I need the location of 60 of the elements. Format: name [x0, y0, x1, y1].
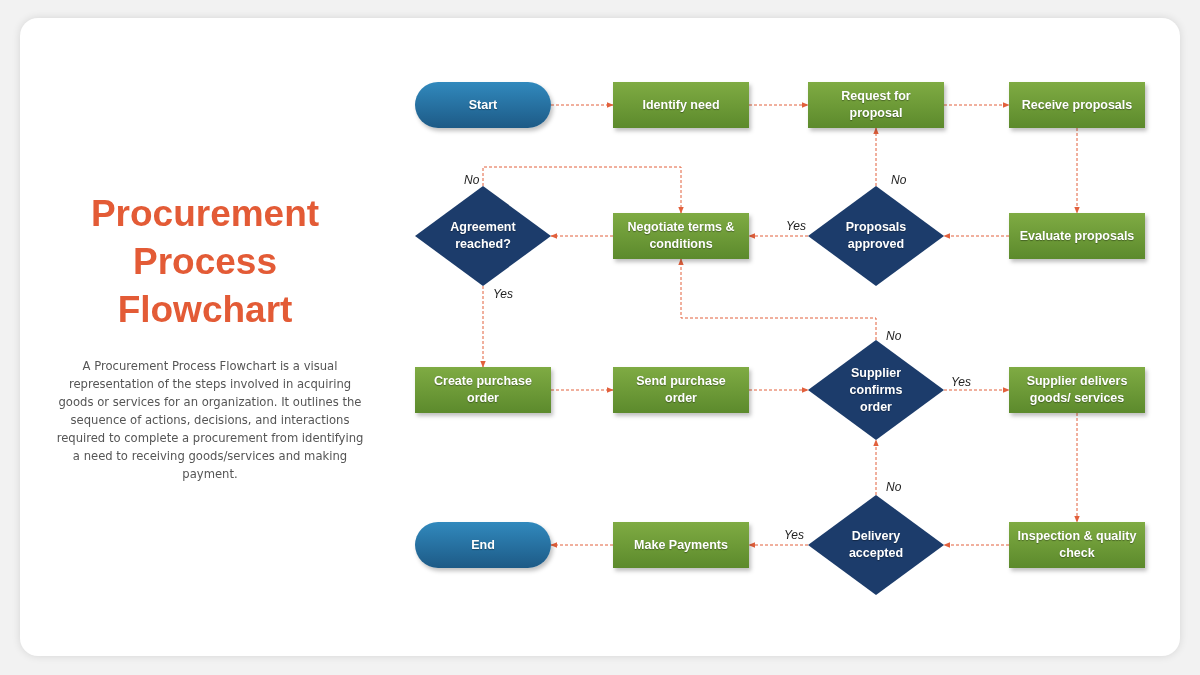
title: Procurement Process Flowchart: [89, 192, 321, 332]
edge-label: Yes: [949, 375, 973, 389]
node-text: Create purchase order: [433, 373, 533, 407]
node-text: Proposals approved: [844, 219, 908, 253]
node-text: Receive proposals: [1021, 96, 1133, 114]
node-text: Make Payments: [634, 536, 728, 554]
terminal-pill: [415, 82, 551, 128]
node-text: Delivery accepted: [847, 528, 905, 562]
process-box: [613, 82, 749, 128]
arrow: [748, 542, 809, 548]
terminal-pill: [415, 522, 551, 568]
arrow: [480, 285, 486, 368]
arrow: [550, 233, 614, 239]
process-box: [613, 367, 749, 413]
arrow: [550, 387, 614, 393]
arrow: [748, 102, 809, 108]
arrow: [943, 102, 1010, 108]
arrow: [550, 102, 614, 108]
decision-diamond: [808, 340, 944, 440]
arrow: [943, 233, 1010, 239]
arrow: [1074, 412, 1080, 523]
arrow: [873, 127, 879, 187]
node-text: Identify need: [642, 96, 720, 114]
process-box: [613, 213, 749, 259]
edge-label: No: [889, 173, 909, 187]
node-text: End: [471, 536, 495, 554]
arrow: [943, 542, 1010, 548]
edge-label: Yes: [784, 219, 808, 233]
node-text: Supplier confirms order: [848, 364, 904, 416]
arrow: [748, 233, 809, 239]
arrow: [873, 439, 879, 496]
process-box: [1009, 367, 1145, 413]
arrow: [943, 387, 1010, 393]
node-text: Request for proposal: [840, 88, 912, 122]
arrow: [482, 166, 684, 214]
decision-diamond: [415, 186, 551, 286]
node-text: Supplier delivers goods/ services: [1025, 373, 1129, 407]
arrow: [1074, 127, 1080, 214]
description-text: A Procurement Process Flowchart is a visual representation of the steps involved in acquiring goods or services for an organization. It outlines the sequence of actions, decisions, and interactions required to complete a procurement from identifying a need to receiving goods/services and making payment.: [55, 358, 365, 483]
node-text: Send purchase order: [635, 373, 727, 407]
node-text: Inspection & quality check: [1016, 528, 1138, 562]
node-text: Evaluate proposals: [1019, 227, 1135, 245]
process-box: [613, 522, 749, 568]
edge-label: No: [884, 480, 904, 494]
process-box: [1009, 213, 1145, 259]
node-text: Agreement reached?: [449, 219, 517, 253]
process-box: [1009, 82, 1145, 128]
edge-label: No: [462, 173, 482, 187]
process-box: [415, 367, 551, 413]
decision-diamond: [808, 495, 944, 595]
process-box: [1009, 522, 1145, 568]
decision-diamond: [808, 186, 944, 286]
node-text: Negotiate terms & conditions: [626, 219, 736, 253]
process-box: [808, 82, 944, 128]
arrow: [678, 258, 877, 341]
arrow: [748, 387, 809, 393]
arrow: [550, 542, 614, 548]
node-text: Start: [468, 96, 498, 114]
edge-label: Yes: [782, 528, 806, 542]
edge-label: Yes: [491, 287, 515, 301]
